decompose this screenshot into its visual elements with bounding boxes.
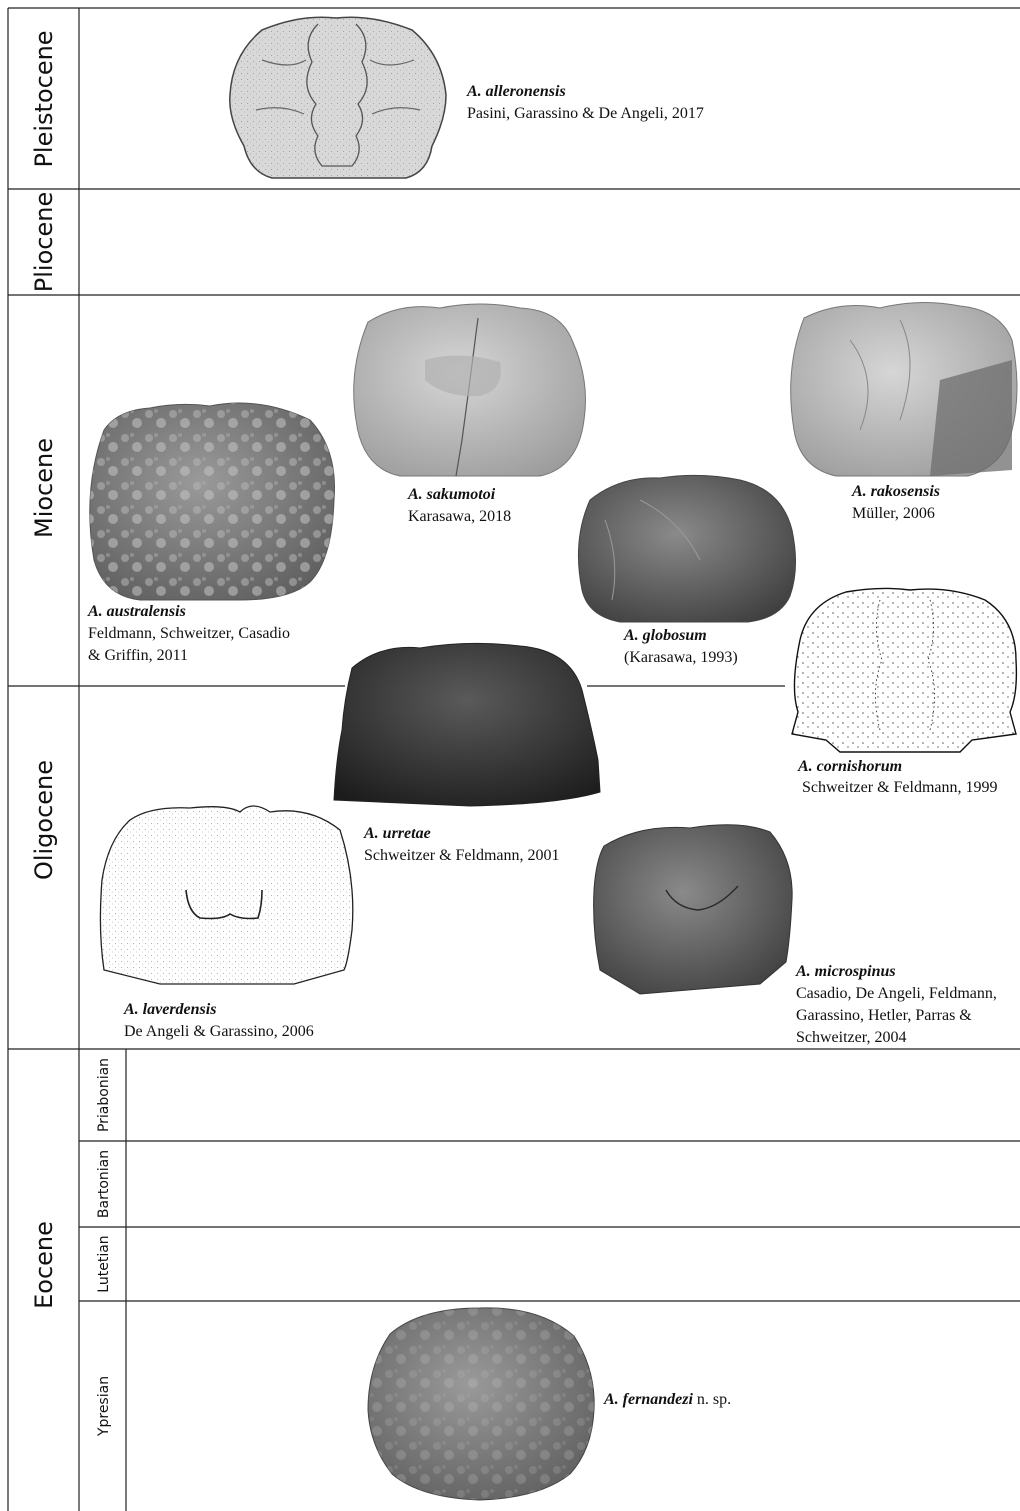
alleronensis-illustration xyxy=(230,17,446,178)
globosum-author: (Karasawa, 1993) xyxy=(624,649,738,666)
microspinus-author-line1: Casadio, De Angeli, Feldmann, xyxy=(796,985,997,1002)
globosum-fossil xyxy=(578,475,795,622)
stage-label-bartonian: Bartonian xyxy=(96,1150,112,1218)
sakumotoi-name: A. sakumotoi xyxy=(407,486,496,503)
rakosensis-fossil xyxy=(791,302,1017,476)
cornishorum-author: Schweitzer & Feldmann, 1999 xyxy=(802,779,998,796)
laverdensis-name: A. laverdensis xyxy=(123,1001,216,1018)
sakumotoi-author: Karasawa, 2018 xyxy=(408,508,511,525)
epoch-label-oligocene: Oligocene xyxy=(30,760,58,880)
alleronensis-name: A. alleronensis xyxy=(466,83,566,100)
urretae-author: Schweitzer & Feldmann, 2001 xyxy=(364,847,560,864)
globosum-name: A. globosum xyxy=(623,627,707,644)
australensis-author-line2: & Griffin, 2011 xyxy=(88,647,188,664)
urretae-fossil xyxy=(334,643,600,806)
microspinus-author-line3: Schweitzer, 2004 xyxy=(796,1029,906,1046)
stage-label-ypresian: Ypresian xyxy=(96,1376,112,1437)
epoch-label-miocene: Miocene xyxy=(30,438,58,538)
laverdensis-author: De Angeli & Garassino, 2006 xyxy=(124,1023,314,1040)
cornishorum-name: A. cornishorum xyxy=(797,758,902,775)
epoch-label-pliocene: Pliocene xyxy=(30,192,58,292)
microspinus-name: A. microspinus xyxy=(795,963,896,980)
australensis-fossil xyxy=(90,403,335,600)
epoch-label-eocene: Eocene xyxy=(30,1221,58,1309)
laverdensis-illustration xyxy=(100,806,352,984)
fernandezi-label: A. fernandezi n. sp. xyxy=(603,1391,731,1408)
rakosensis-name: A. rakosensis xyxy=(851,483,940,500)
fernandezi-fossil xyxy=(368,1308,594,1500)
sakumotoi-fossil xyxy=(354,304,586,476)
stage-label-priabonian: Priabonian xyxy=(96,1058,112,1132)
rakosensis-author: Müller, 2006 xyxy=(852,505,935,522)
australensis-author-line1: Feldmann, Schweitzer, Casadio xyxy=(88,625,290,642)
fernandezi-name: A. fernandezi xyxy=(603,1391,693,1408)
microspinus-fossil xyxy=(594,825,793,994)
stage-label-lutetian: Lutetian xyxy=(96,1235,112,1292)
epoch-label-pleistocene: Pleistocene xyxy=(30,30,58,167)
microspinus-author-line2: Garassino, Hetler, Parras & xyxy=(796,1007,972,1024)
fernandezi-suffix: n. sp. xyxy=(693,1391,731,1408)
alleronensis-author: Pasini, Garassino & De Angeli, 2017 xyxy=(467,105,704,122)
cornishorum-illustration xyxy=(792,588,1016,752)
urretae-name: A. urretae xyxy=(363,825,431,842)
australensis-name: A. australensis xyxy=(87,603,186,620)
